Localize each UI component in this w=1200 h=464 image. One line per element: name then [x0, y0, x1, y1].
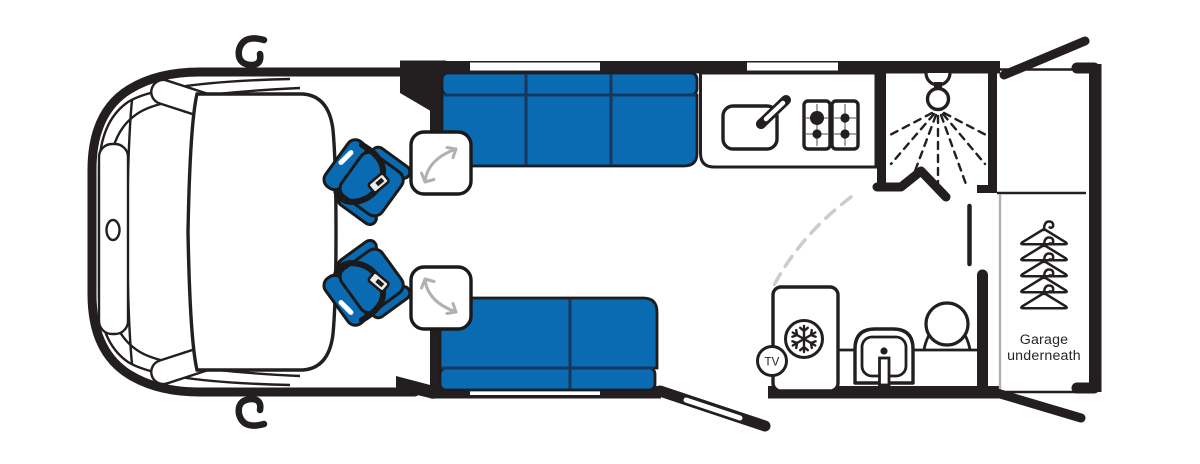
door-swing-arc [769, 195, 853, 293]
swivel-arrow-icon [420, 146, 458, 315]
rear-barn-door [999, 36, 1090, 80]
doors [654, 36, 1090, 432]
windshield [186, 92, 338, 372]
hob-burners-icon [802, 99, 860, 151]
kitchen [699, 71, 878, 169]
seatbelt-buckle [367, 172, 390, 194]
shower-room [872, 66, 997, 202]
tap-icon [756, 95, 791, 129]
badge-oval-icon [105, 218, 121, 242]
window-bottom-lounge [470, 388, 600, 395]
sofa-cushions [438, 296, 659, 370]
sofa-cushions [440, 93, 699, 168]
cab-bottom-junction-wall [396, 376, 434, 399]
seat-top-partition [430, 64, 443, 136]
swivel-box-top [409, 130, 473, 196]
shower-wall-left [877, 66, 886, 191]
toilet-icon [853, 327, 915, 387]
seatbelt [333, 260, 387, 324]
windows [470, 62, 838, 395]
wing-mirror-icon [235, 395, 268, 429]
cab-seats [322, 138, 412, 327]
washroom: TV [756, 195, 988, 393]
cab-front [87, 35, 420, 429]
shower-wall-corner [977, 185, 997, 193]
window-top-lounge [470, 62, 600, 71]
garage-area: Garage underneath [997, 191, 1086, 390]
tv-icon: TV [756, 345, 788, 377]
wing-mirror-icon [235, 35, 268, 69]
swivel-box-bottom [409, 265, 473, 331]
sofa-bottom [438, 296, 659, 392]
swivel-indicators [409, 130, 473, 331]
lounge [438, 71, 699, 392]
window-top-kitchen [747, 62, 838, 71]
cab-seat-icon [322, 238, 412, 327]
fridge [771, 285, 840, 393]
rear-barn-door [992, 388, 1086, 423]
shower-wall-right [988, 66, 997, 193]
washbasin-icon [922, 301, 972, 351]
seatbelt-buckle [367, 271, 390, 293]
sofa-backrest [440, 71, 699, 97]
rear-wall [1089, 64, 1102, 392]
shower-head-icon [924, 72, 952, 112]
garage-label-line2: underneath [1007, 348, 1081, 364]
entry-door [654, 385, 771, 432]
garage-label-line1: Garage [1020, 332, 1069, 348]
shower-spray-icon [886, 111, 990, 194]
tv-label: TV [764, 357, 779, 369]
sofa-backrest [438, 366, 657, 392]
cab-seat-icon [322, 138, 412, 227]
sofa-top [440, 71, 699, 168]
seatbelt [333, 141, 387, 205]
rear-frame [997, 62, 1100, 394]
